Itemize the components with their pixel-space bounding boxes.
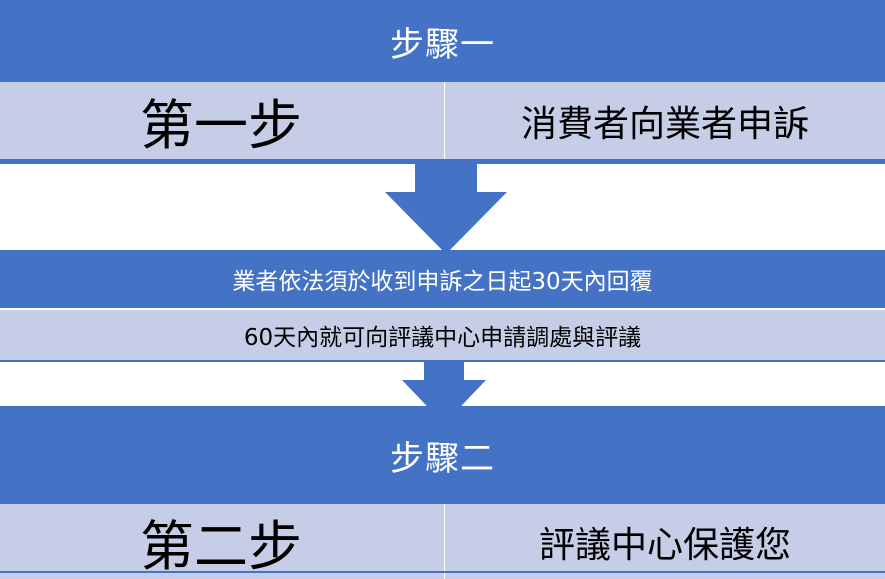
step2-bottom-rule — [0, 571, 885, 573]
step1-header: 步驟一 — [0, 0, 885, 82]
step2-left-cell: 第二步 — [0, 504, 445, 579]
step2-right-label: 評議中心保護您 — [538, 524, 791, 566]
mediation-window-text: 60天內就可向評議中心申請調處與評議 — [243, 325, 642, 351]
step1-bottom-rule — [0, 159, 885, 164]
step2-right-cell: 評議中心保護您 — [445, 504, 885, 579]
reply-deadline-band: 業者依法須於收到申訴之日起30天內回覆 — [0, 250, 885, 308]
down-arrow-icon — [385, 164, 507, 254]
step1-row: 第一步 消費者向業者申訴 — [0, 82, 885, 159]
step2-header-text: 步驟二 — [390, 438, 495, 479]
step1-right-label: 消費者向業者申訴 — [520, 103, 809, 145]
step1-left-cell: 第一步 — [0, 82, 445, 159]
down-arrow-icon — [402, 362, 486, 424]
step2-left-label: 第二步 — [140, 515, 302, 578]
step1-right-cell: 消費者向業者申訴 — [445, 82, 885, 159]
step1-header-text: 步驟一 — [390, 24, 495, 65]
step2-row: 第二步 評議中心保護您 — [0, 504, 885, 579]
mediation-window-band: 60天內就可向評議中心申請調處與評議 — [0, 310, 885, 360]
step1-left-label: 第一步 — [140, 94, 302, 157]
step2-header: 步驟二 — [0, 406, 885, 504]
info-bottom-rule — [0, 360, 885, 362]
reply-deadline-text: 業者依法須於收到申訴之日起30天內回覆 — [232, 269, 653, 295]
